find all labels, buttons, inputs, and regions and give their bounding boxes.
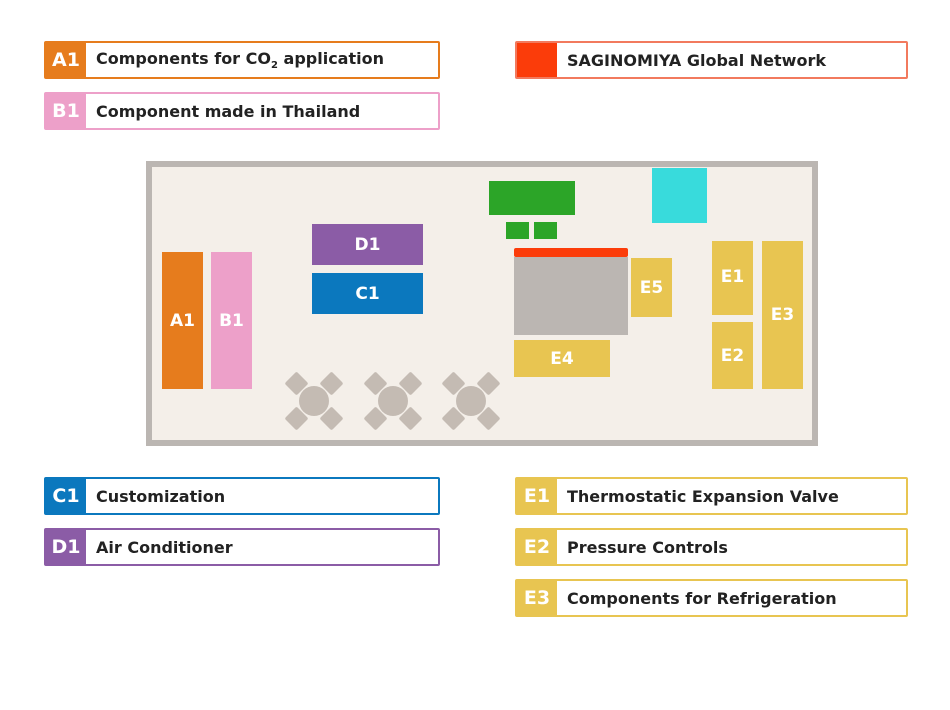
- legend-a1-label: Components for CO2 application: [86, 49, 384, 71]
- legend-c1-label: Customization: [96, 486, 226, 506]
- floor-block-d1: D1: [312, 224, 423, 265]
- green-stool-right: [534, 222, 557, 239]
- legend-d1-label: Air Conditioner: [96, 537, 233, 557]
- legend-e1: E1 Thermostatic Expansion Valve: [515, 477, 908, 515]
- cyan-block: [652, 168, 707, 223]
- legend-a1-label-suffix: application: [277, 48, 384, 68]
- legend-d1: D1 Air Conditioner: [44, 528, 440, 566]
- floor-block-a1: A1: [162, 252, 203, 389]
- legend-e3-label: Components for Refrigeration: [567, 588, 837, 608]
- floor-block-e5-label: E5: [639, 277, 664, 298]
- legend-b1-code: B1: [46, 94, 86, 128]
- round-table: [456, 386, 486, 416]
- floor-block-b1: B1: [211, 252, 252, 389]
- booth-floor-plan: A1 B1 D1 C1 E5 E4 E1 E2 E3: [146, 161, 818, 446]
- floor-block-b1-label: B1: [219, 310, 244, 331]
- round-table: [299, 386, 329, 416]
- floor-block-d1-label: D1: [354, 234, 381, 255]
- legend-e2: E2 Pressure Controls: [515, 528, 908, 566]
- floor-block-c1-label: C1: [355, 283, 380, 304]
- legend-network: SAGINOMIYA Global Network: [515, 41, 908, 79]
- legend-e2-label: Pressure Controls: [567, 537, 728, 557]
- floor-block-a1-label: A1: [170, 310, 195, 331]
- legend-a1-code: A1: [46, 43, 86, 77]
- gray-display-block: [514, 257, 628, 335]
- legend-e3-code: E3: [517, 581, 557, 615]
- network-red-strip: [514, 248, 628, 257]
- legend-a1-label-sub: 2: [270, 60, 278, 72]
- legend-b1: B1 Component made in Thailand: [44, 92, 440, 130]
- legend-c1: C1 Customization: [44, 477, 440, 515]
- legend-e1-code: E1: [517, 479, 557, 513]
- legend-network-label: SAGINOMIYA Global Network: [567, 50, 826, 70]
- floor-block-e4-label: E4: [550, 348, 574, 369]
- legend-e1-label: Thermostatic Expansion Valve: [567, 486, 839, 506]
- legend-d1-code: D1: [46, 530, 86, 564]
- legend-b1-label: Component made in Thailand: [96, 101, 361, 121]
- legend-e3: E3 Components for Refrigeration: [515, 579, 908, 617]
- floor-block-e3: E3: [762, 241, 803, 389]
- legend-a1: A1 Components for CO2 application: [44, 41, 440, 79]
- floor-block-e1: E1: [712, 241, 753, 315]
- green-stool-left: [506, 222, 529, 239]
- table-set: [363, 371, 423, 431]
- floor-block-e1-label: E1: [720, 267, 745, 287]
- floor-block-c1: C1: [312, 273, 423, 314]
- floor-block-e4: E4: [514, 340, 610, 377]
- legend-c1-code: C1: [46, 479, 86, 513]
- legend-a1-label-prefix: Components for CO: [96, 48, 271, 68]
- floor-block-e5: E5: [631, 258, 672, 317]
- floor-block-e2-label: E2: [720, 345, 745, 366]
- table-set: [441, 371, 501, 431]
- legend-network-swatch: [517, 43, 557, 77]
- floor-block-e2: E2: [712, 322, 753, 389]
- green-counter: [489, 181, 575, 215]
- legend-e2-code: E2: [517, 530, 557, 564]
- table-set: [284, 371, 344, 431]
- floor-block-e3-label: E3: [770, 305, 795, 325]
- round-table: [378, 386, 408, 416]
